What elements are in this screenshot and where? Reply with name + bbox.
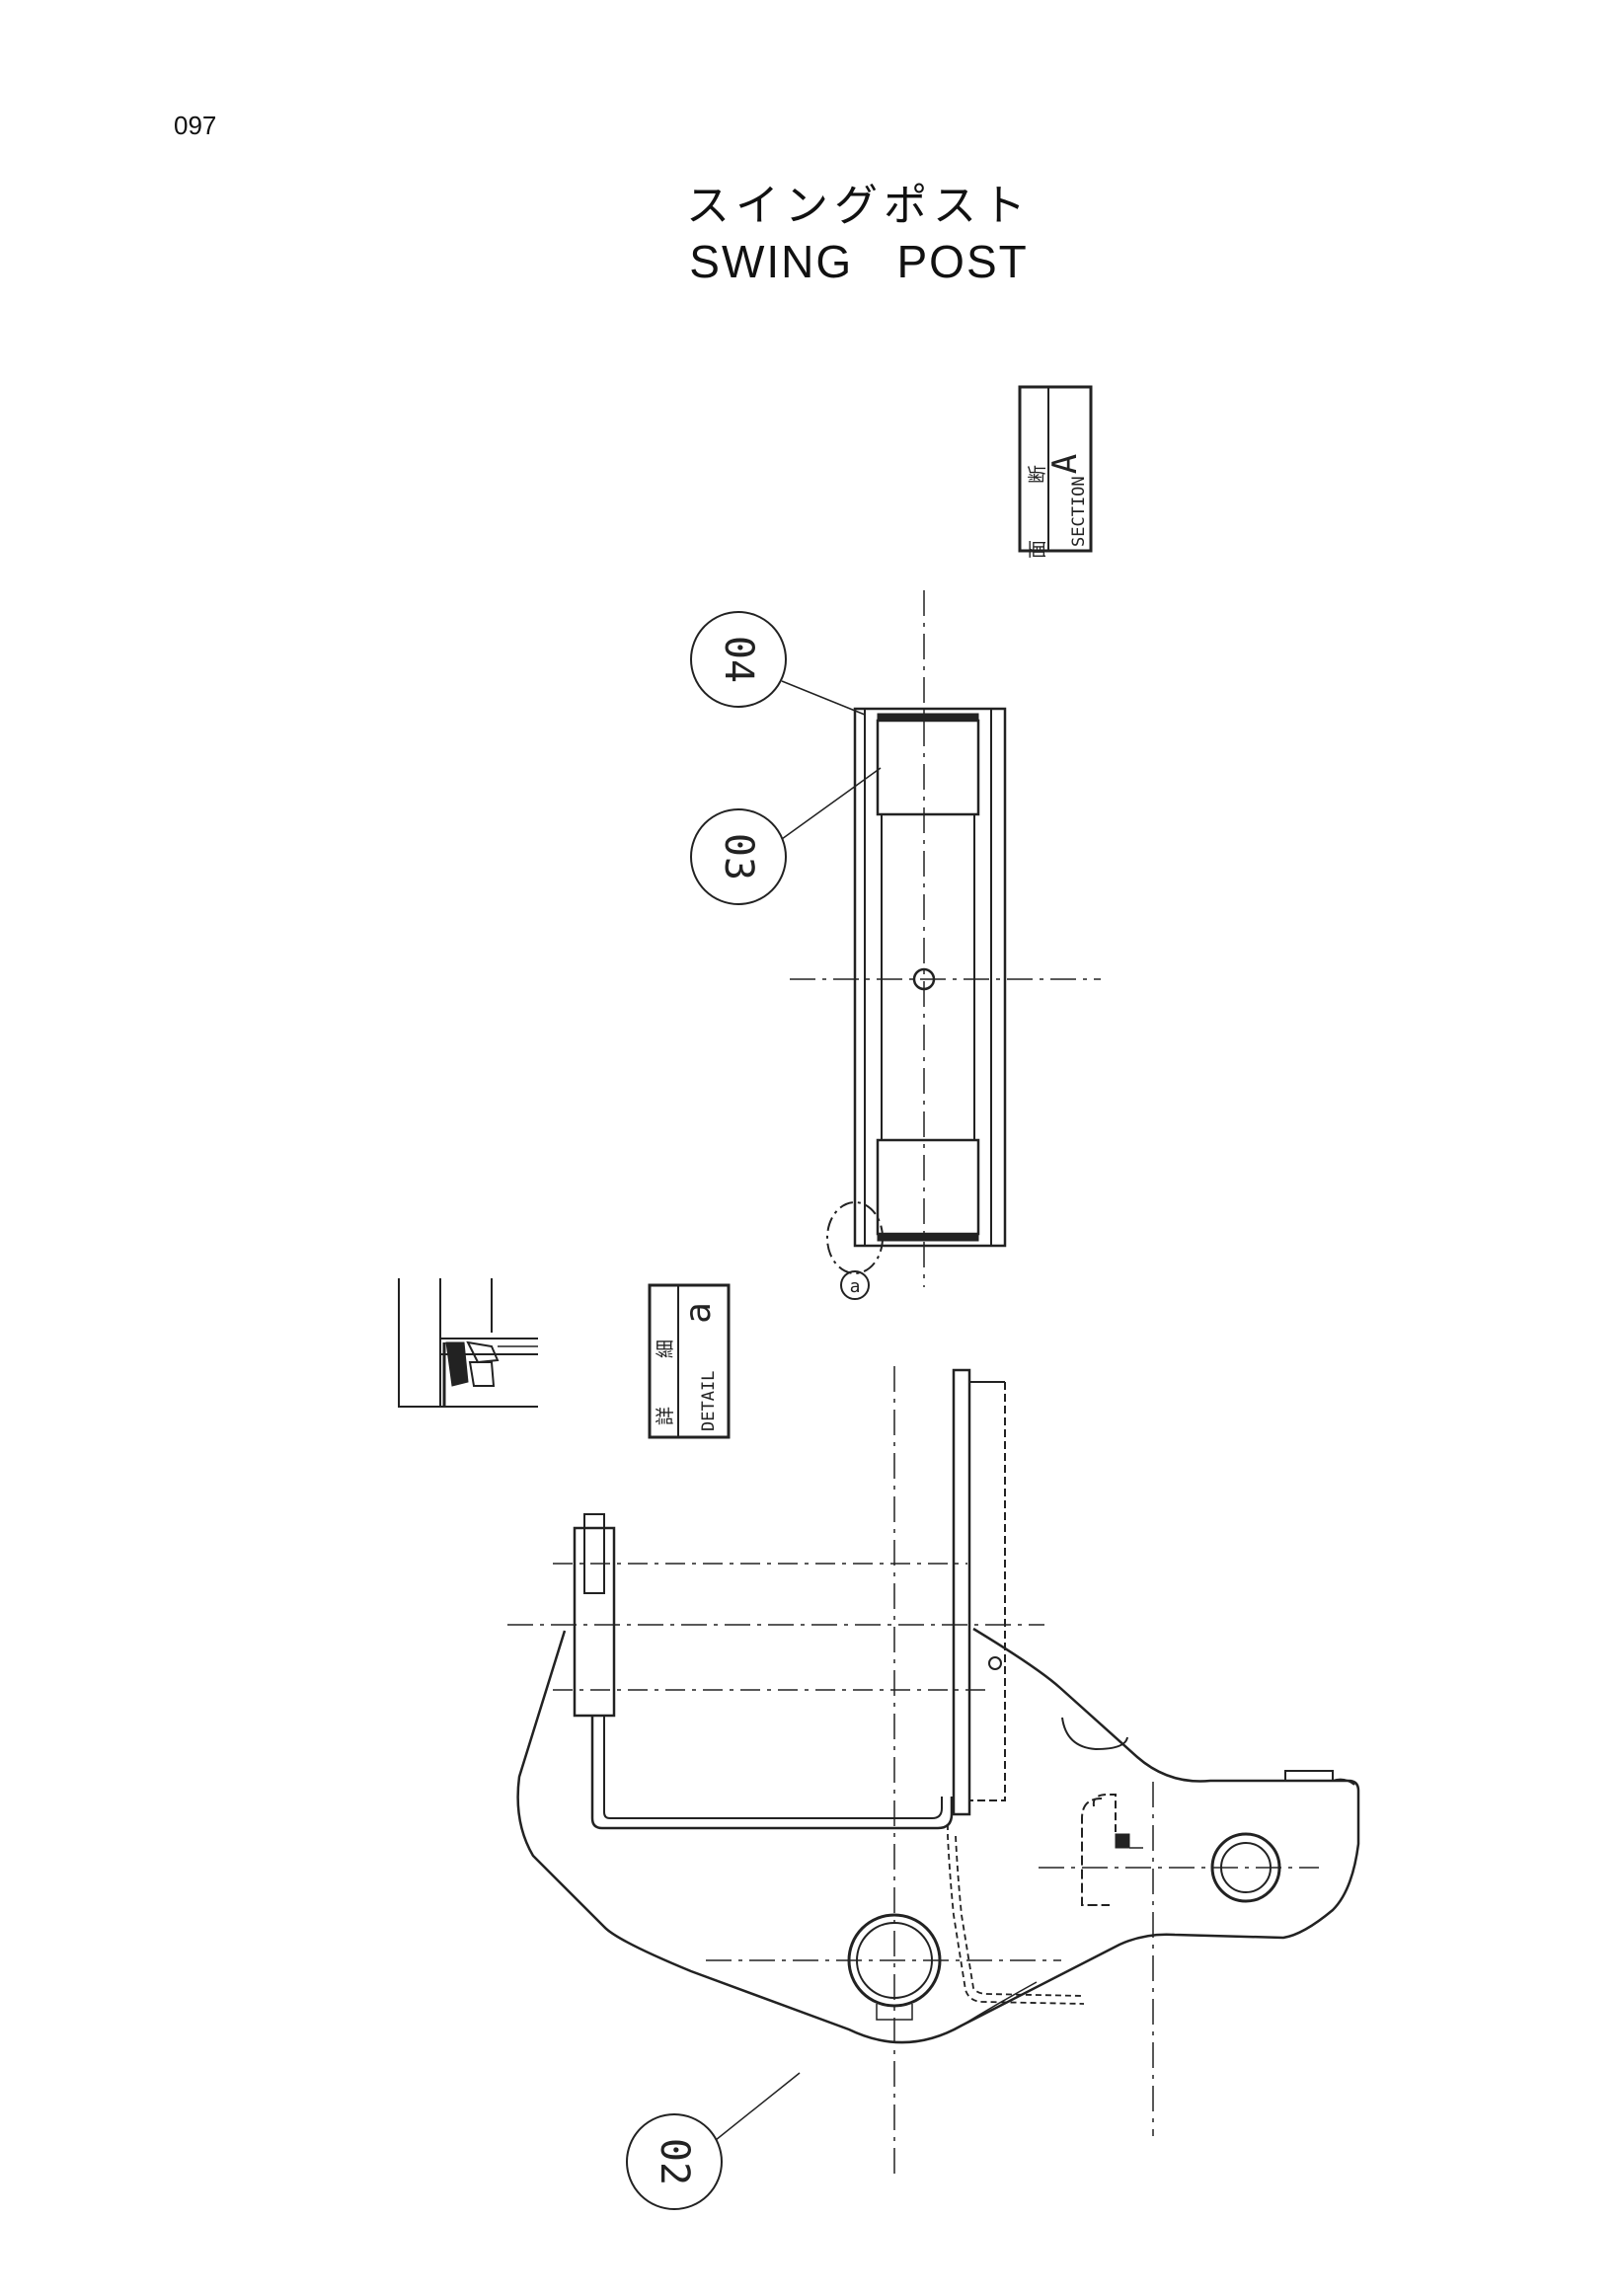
section-label-ja-1: 断	[1027, 465, 1048, 484]
detail-label-box: a 詳 細 DETAIL	[648, 1283, 731, 1439]
page-number: 097	[174, 111, 217, 140]
callout-04: 04	[690, 611, 866, 716]
detail-label-letter: a	[678, 1302, 719, 1324]
callout-03: 03	[690, 767, 882, 905]
swing-post-bracket	[507, 1366, 1360, 2175]
callout-02: 02	[626, 2072, 801, 2210]
detail-label-ja-2: 細	[655, 1339, 676, 1358]
callout-02-label: 02	[652, 2138, 697, 2185]
section-label-letter: A	[1045, 454, 1085, 474]
callout-04-label: 04	[716, 636, 761, 683]
callout-03-label: 03	[716, 833, 761, 880]
title-english: SWING POST	[689, 236, 1029, 287]
section-label-ja-2: 面	[1027, 540, 1048, 559]
title-japanese: スイングポスト	[686, 181, 1032, 231]
detail-label-ja-1: 詳	[655, 1407, 676, 1425]
section-a-view: a	[790, 590, 1101, 1300]
detail-marker-text: a	[850, 1276, 861, 1297]
section-label-box: A 断 面 SECTION	[1018, 385, 1093, 559]
detail-label-en: DETAIL	[699, 1371, 719, 1431]
section-label-en: SECTION	[1069, 476, 1089, 547]
detail-inset	[398, 1278, 538, 1408]
